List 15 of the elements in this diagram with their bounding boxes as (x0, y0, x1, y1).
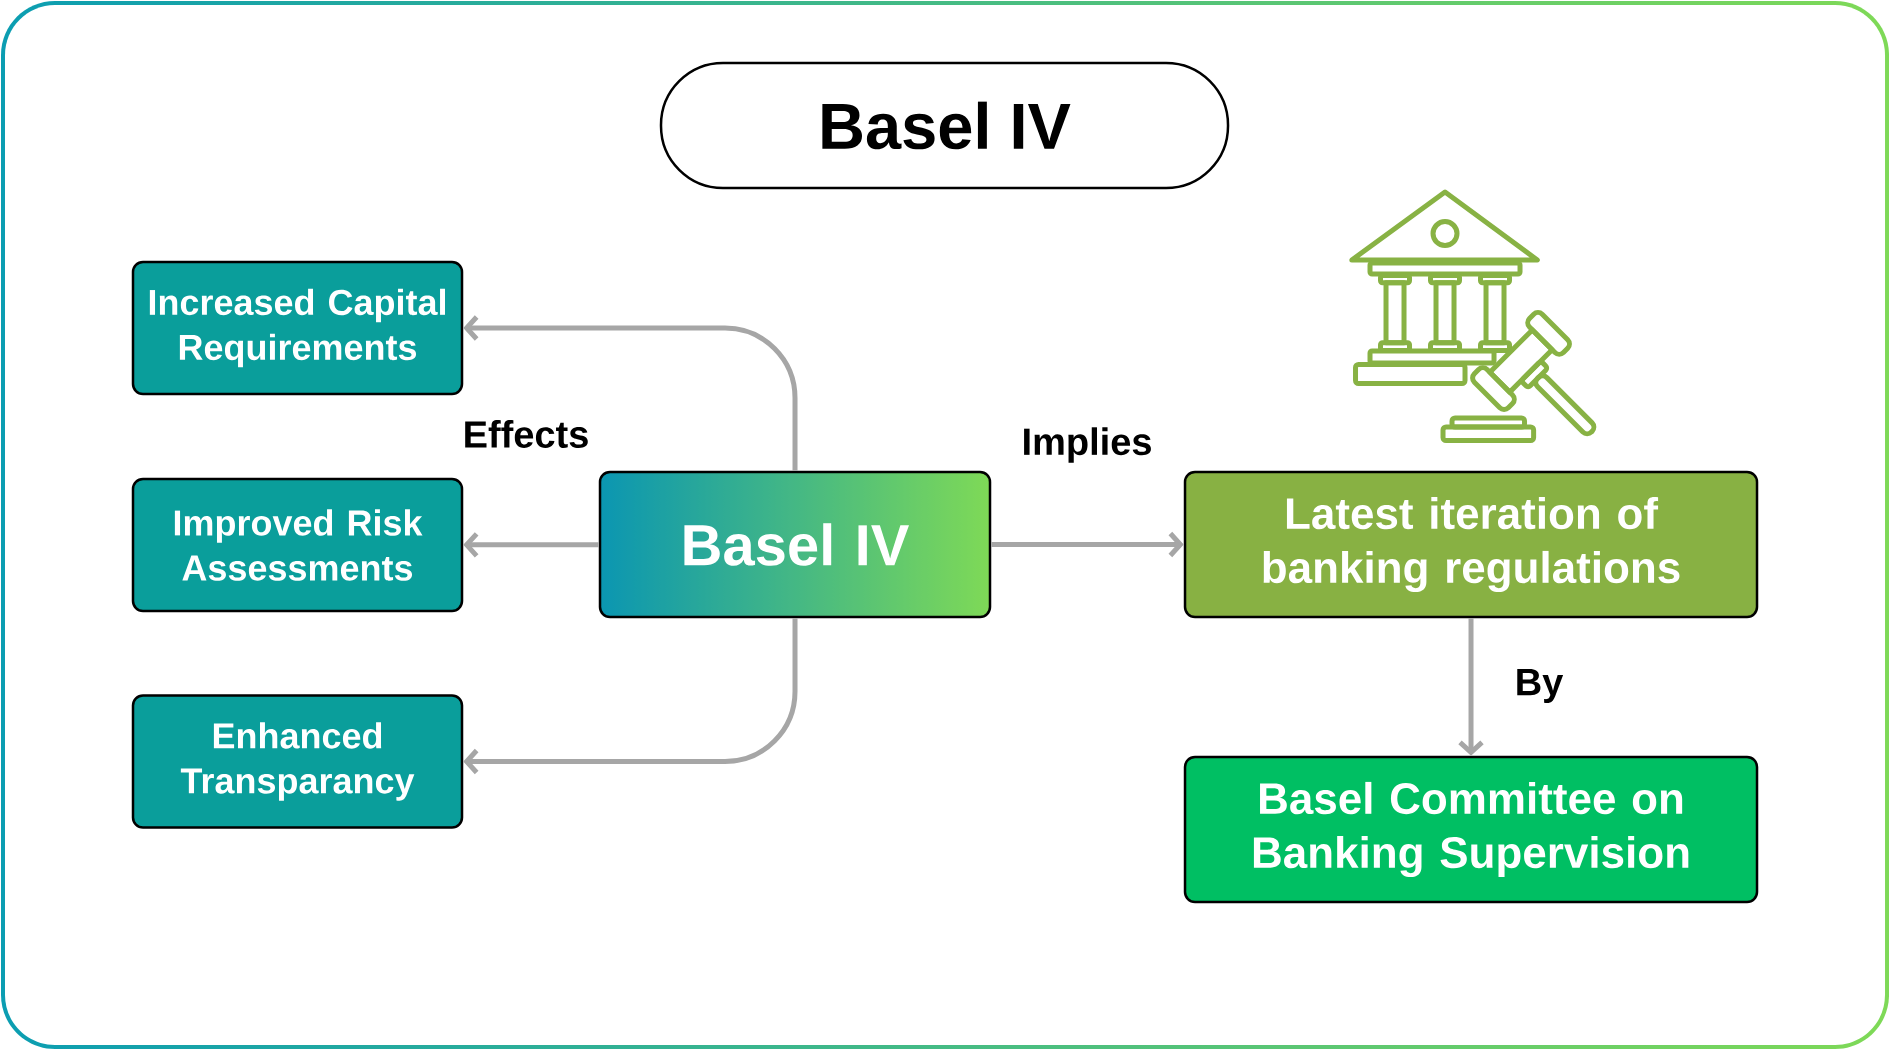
title: Basel IV (659, 61, 1230, 190)
edge-label: By (1511, 666, 1567, 707)
process-box: Increased Capital Requirements (131, 260, 464, 396)
process-box: Basel Committee on Banking Supervision (1183, 755, 1759, 904)
arrow (463, 532, 599, 558)
arrow (1458, 618, 1484, 756)
edge-label: Implies (1018, 424, 1156, 466)
process-box: Basel IV (598, 470, 992, 619)
arrow (463, 315, 798, 471)
arrow (991, 531, 1184, 558)
process-box: Latest iteration of banking regulations (1183, 470, 1759, 619)
process-box: Improved Risk Assessments (131, 477, 464, 613)
process-box: Enhanced Transparancy (131, 694, 464, 829)
edge-label: Effects (459, 417, 593, 451)
arrow (463, 618, 798, 775)
